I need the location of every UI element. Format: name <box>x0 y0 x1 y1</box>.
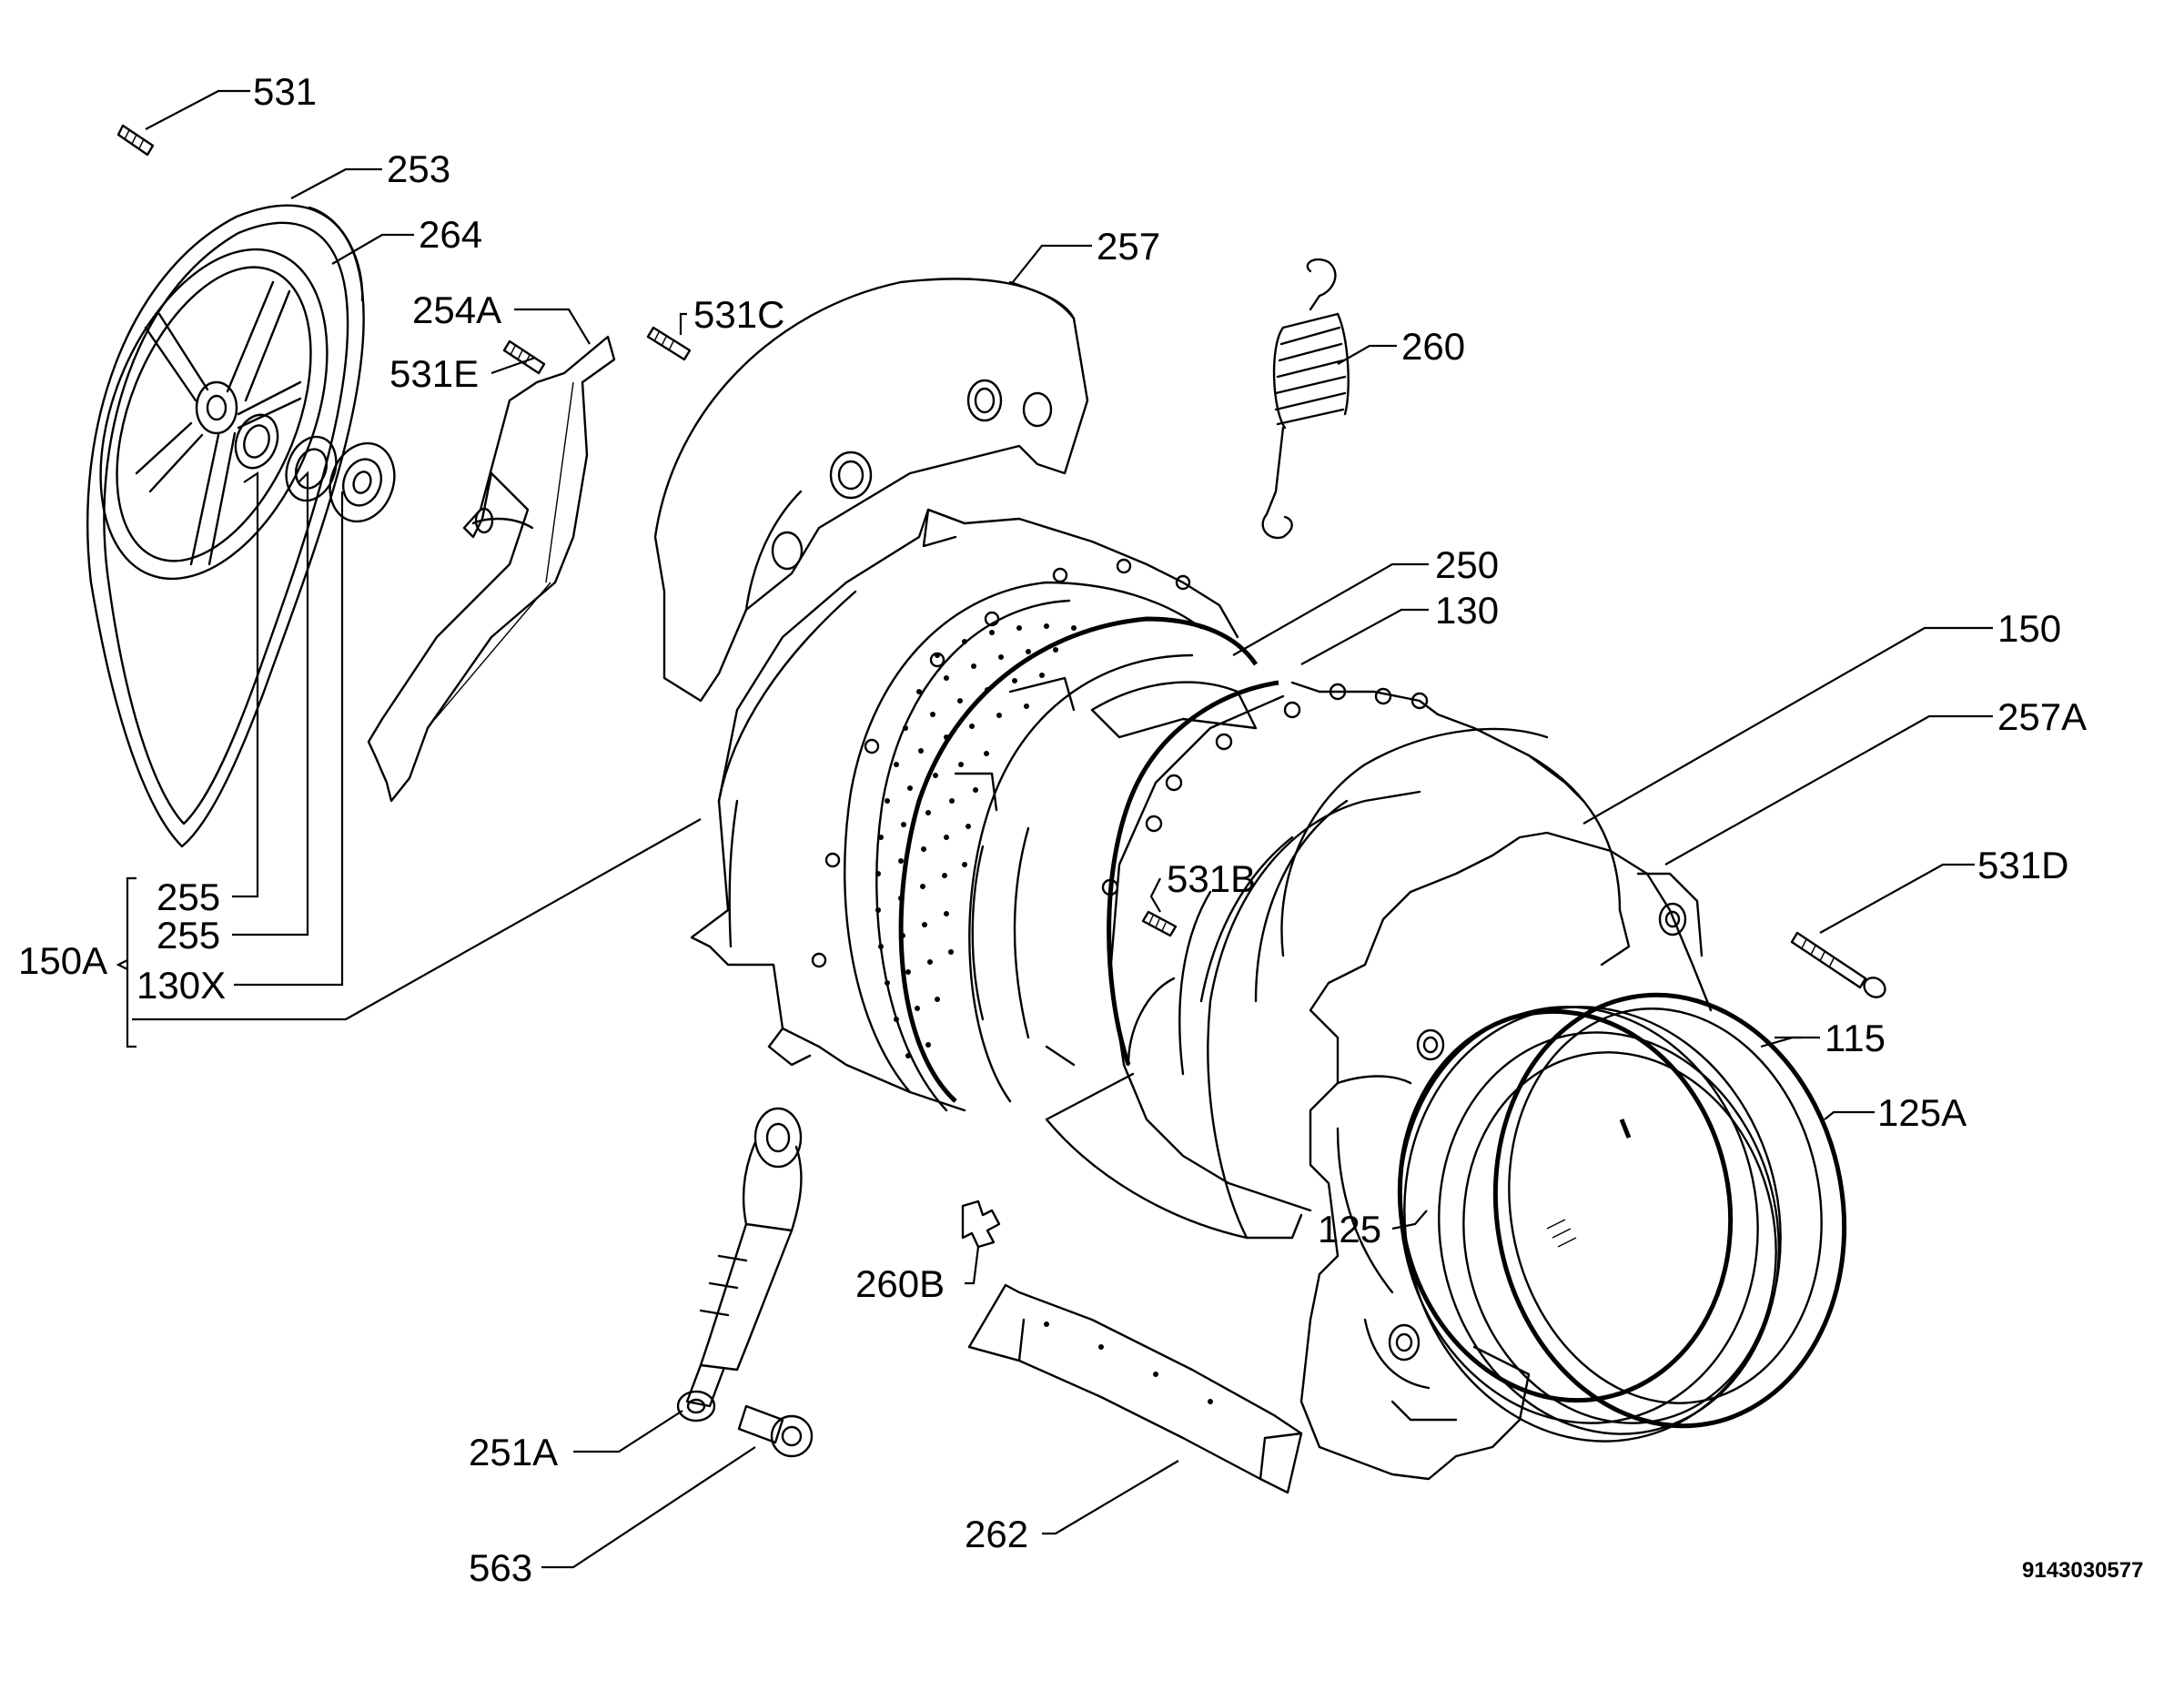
label-531D: 531D <box>1977 844 2068 886</box>
label-531B: 531B <box>1167 857 1256 900</box>
bolt-531D <box>1790 931 1886 998</box>
part-labels: 531 253 264 257 254A 531C 531E 260 250 1… <box>18 70 2143 1589</box>
label-257A: 257A <box>1997 695 2087 738</box>
label-125A: 125A <box>1877 1091 1967 1134</box>
label-255-a: 255 <box>157 876 220 918</box>
label-150A: 150A <box>18 939 107 982</box>
bearings <box>234 413 396 523</box>
counterweight-257 <box>653 278 1089 703</box>
shock-absorber-251A <box>676 1107 803 1423</box>
screw-531 <box>116 124 155 157</box>
label-254A: 254A <box>412 289 501 331</box>
label-257: 257 <box>1097 225 1160 268</box>
door-gasket-125 <box>1397 1006 1782 1443</box>
label-115: 115 <box>1825 1017 1886 1059</box>
door-clamp-125A <box>1492 992 1847 1429</box>
label-531E: 531E <box>389 352 479 395</box>
label-563: 563 <box>469 1546 532 1589</box>
label-531C: 531C <box>693 293 784 336</box>
label-250: 250 <box>1435 543 1499 586</box>
pin-563 <box>737 1404 814 1458</box>
label-251A: 251A <box>469 1431 558 1473</box>
label-260B: 260B <box>855 1262 945 1305</box>
clip-260B <box>961 1200 1001 1249</box>
tub-bolt-tabs <box>1101 683 1429 896</box>
support-bar-262 <box>967 1283 1303 1494</box>
screw-531B <box>1141 910 1178 937</box>
label-264: 264 <box>419 213 482 256</box>
spring-260 <box>1261 258 1350 540</box>
label-125: 125 <box>1318 1208 1381 1250</box>
label-260: 260 <box>1401 325 1465 368</box>
leader-lines <box>116 89 1993 1569</box>
label-262: 262 <box>965 1513 1028 1555</box>
tub-front-half-150 <box>1045 680 1713 1481</box>
label-531: 531 <box>253 70 317 113</box>
tub-bolts <box>811 558 1191 968</box>
drum-spider-shaft <box>367 335 616 803</box>
tub-seal-ring-130 <box>898 616 1259 1103</box>
label-130: 130 <box>1435 589 1499 632</box>
label-253: 253 <box>387 147 450 190</box>
drum-pulley <box>86 204 365 848</box>
screw-531E <box>502 339 546 375</box>
drum-perforations <box>875 623 1077 1058</box>
tub-rear-half <box>690 508 1239 1112</box>
label-255-b: 255 <box>157 914 220 957</box>
label-130X: 130X <box>136 964 226 1007</box>
drawing-code: 9143030577 <box>2022 1558 2143 1583</box>
screw-531C <box>646 326 692 361</box>
label-150: 150 <box>1997 607 2061 650</box>
